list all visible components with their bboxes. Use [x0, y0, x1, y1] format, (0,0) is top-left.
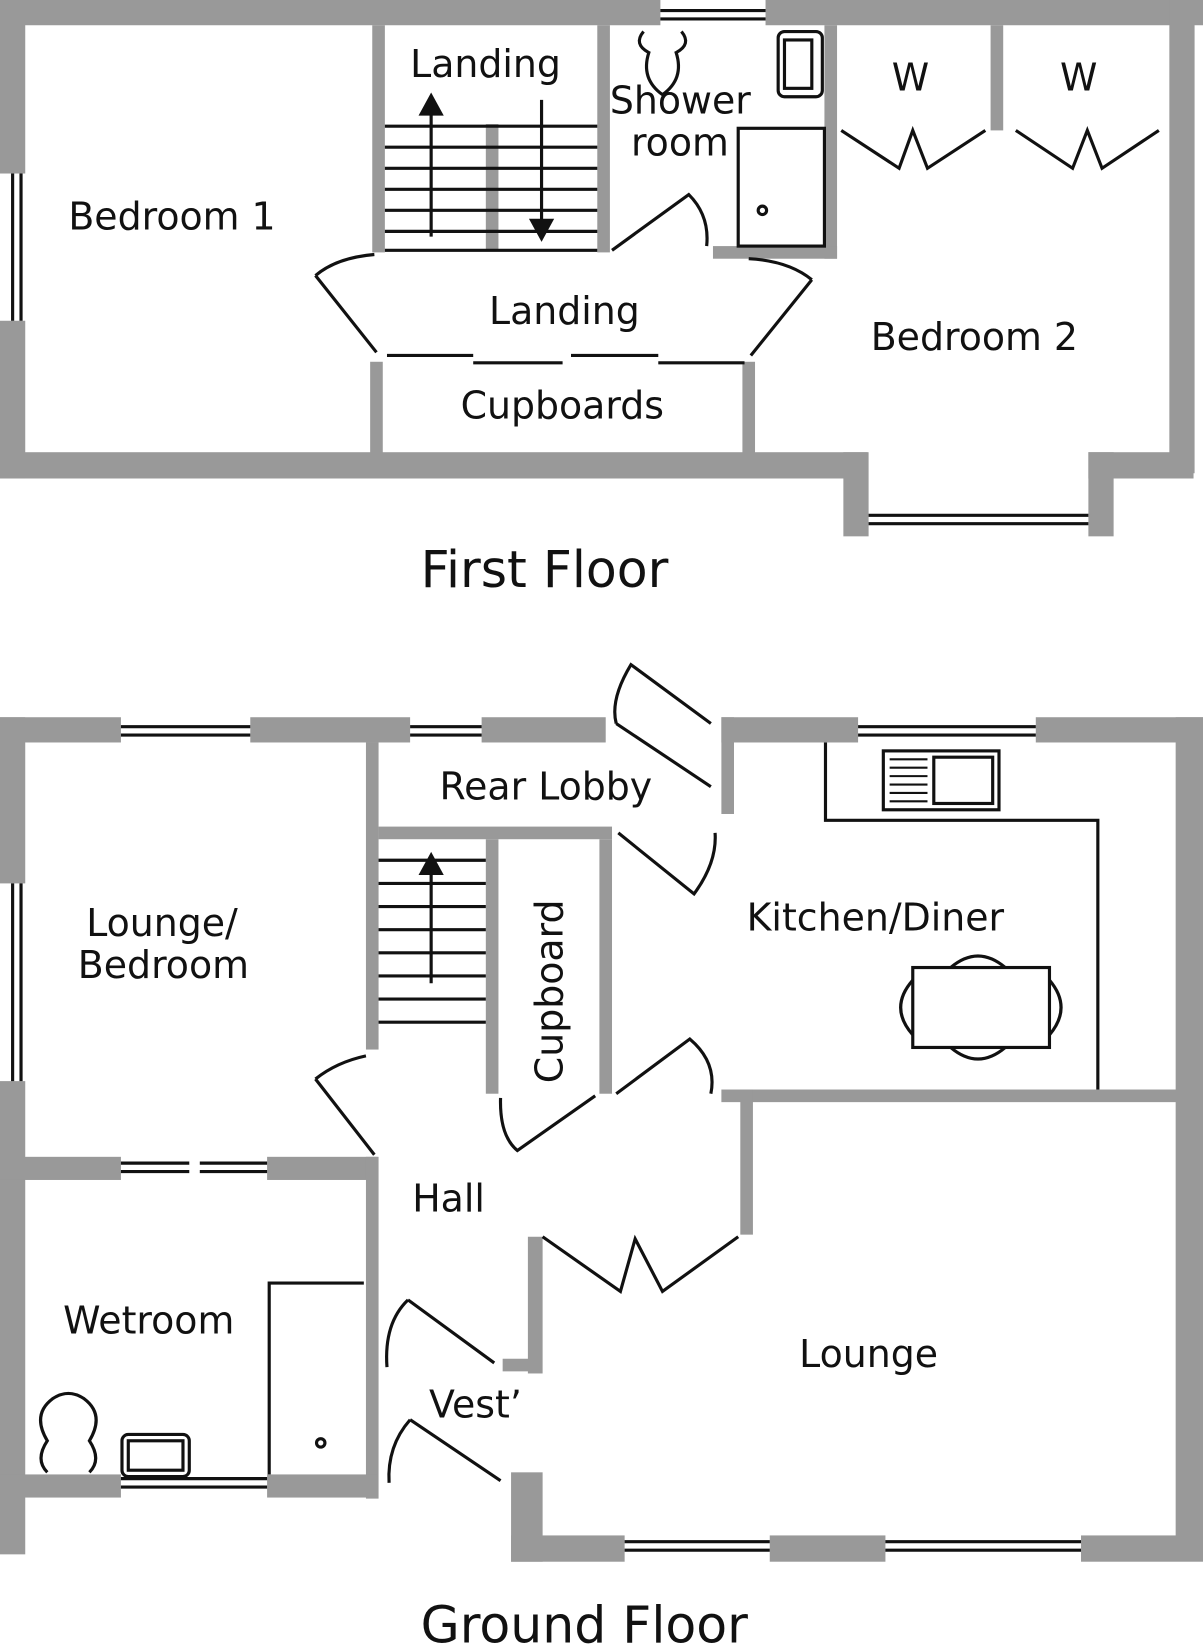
room-label-wardrobe-2: W	[1060, 55, 1097, 99]
room-label-cupboard: Cupboard	[528, 899, 572, 1083]
kitchen-worktop	[823, 742, 1100, 1090]
room-label-rear-lobby: Rear Lobby	[440, 764, 653, 808]
first-floor-walls	[0, 0, 1203, 537]
room-label-kitchen-diner: Kitchen/Diner	[747, 896, 1005, 940]
room-label-wardrobe-1: W	[892, 55, 929, 99]
ground-floor-title: Ground Floor	[421, 1596, 748, 1649]
basin-icon	[120, 1432, 191, 1479]
door-swing-icon	[385, 1298, 496, 1368]
room-label-shower-room: room	[631, 121, 729, 165]
double-door-icon	[541, 1234, 740, 1295]
cupboard-doors	[386, 353, 745, 365]
shower-screen	[267, 1281, 364, 1475]
room-label-landing: Landing	[489, 289, 640, 333]
door-swing-icon	[498, 1094, 597, 1153]
chair-icon	[899, 954, 1063, 1061]
wardrobe-door-icon	[840, 125, 987, 171]
dining-table-icon	[911, 965, 1052, 1050]
shower-tray-icon	[736, 126, 827, 248]
door-swing-icon	[613, 662, 712, 788]
room-label-bedroom-2: Bedroom 2	[871, 315, 1078, 359]
ground-floor-walls	[0, 717, 1203, 1562]
room-label-lounge-bedroom-line2: Bedroom	[78, 943, 249, 987]
door-swing-icon	[615, 1037, 714, 1095]
stairs-first-floor	[384, 92, 598, 252]
room-label-cupboards: Cupboards	[461, 384, 664, 428]
room-label-lounge: Lounge	[799, 1332, 938, 1376]
door-swing-icon	[387, 1418, 502, 1483]
room-label-vestibule: Vest’	[429, 1383, 522, 1427]
room-label-shower: Shower	[610, 79, 751, 123]
room-label-hall: Hall	[412, 1177, 485, 1221]
first-floor-windows	[11, 8, 1089, 526]
room-label-bedroom-1: Bedroom 1	[68, 194, 275, 238]
ground-floor-fixtures	[39, 662, 1100, 1483]
room-label-wetroom: Wetroom	[63, 1299, 234, 1343]
door-swing-icon	[611, 192, 709, 252]
door-swing-icon	[314, 252, 378, 354]
door-swing-icon	[314, 1054, 376, 1156]
room-label-landing-top: Landing	[410, 42, 561, 86]
first-floor-plan: Bedroom 1 Landing Shower room W W Landin…	[0, 0, 1203, 599]
room-label-lounge-bedroom-line1: Lounge/	[86, 901, 238, 945]
ground-floor-plan: Rear Lobby Lounge/ Bedroom Cupboard Kitc…	[0, 662, 1203, 1649]
toilet-icon	[39, 1391, 98, 1474]
door-swing-icon	[748, 257, 814, 357]
stairs-ground-floor	[378, 851, 486, 1024]
first-floor-title: First Floor	[421, 540, 669, 599]
first-floor-fixtures	[314, 29, 1160, 365]
ground-floor-windows	[11, 725, 1082, 1552]
toilet-icon	[637, 30, 688, 97]
door-swing-icon	[617, 831, 717, 897]
wardrobe-door-icon	[1014, 126, 1160, 171]
kitchen-sink-icon	[881, 749, 1001, 812]
sink-icon	[776, 29, 824, 99]
